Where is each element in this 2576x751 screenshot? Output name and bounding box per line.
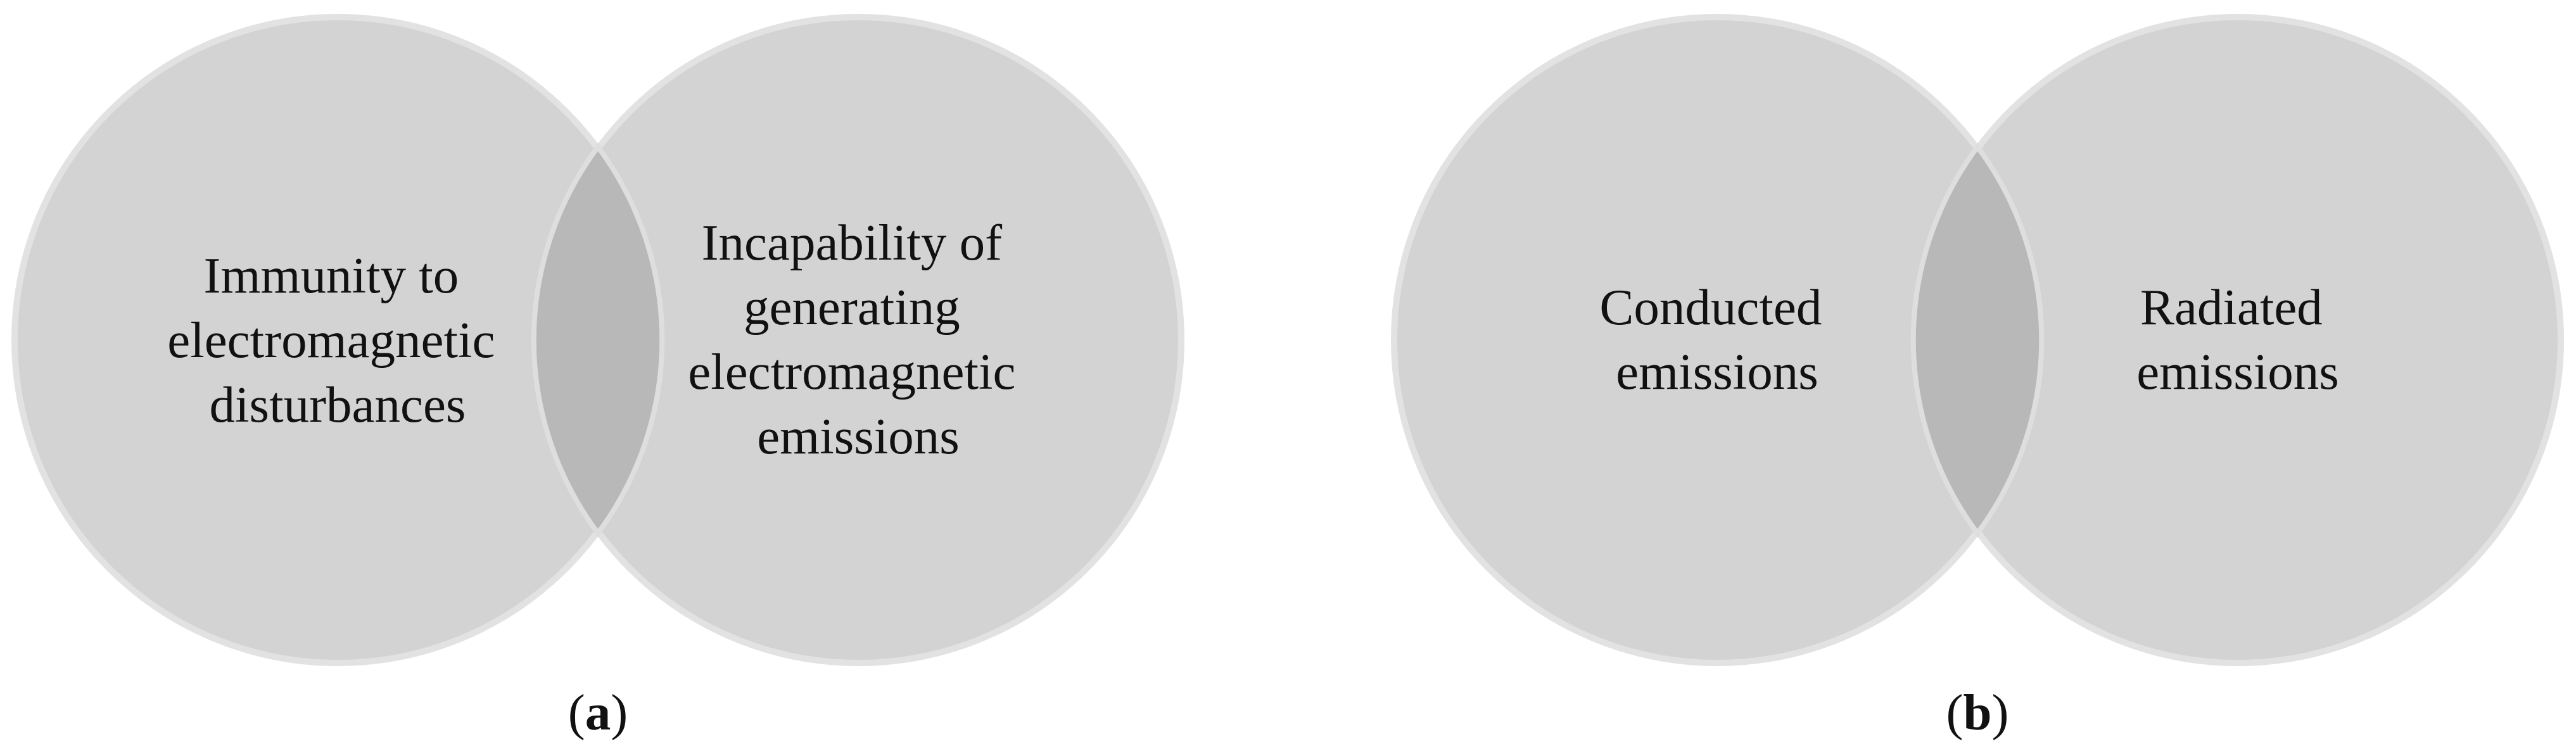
panel-caption-b: (b) (1946, 684, 2008, 741)
caption-letter: a (585, 684, 611, 741)
caption-close-paren: ) (611, 684, 628, 741)
panel-caption-a: (a) (568, 684, 628, 741)
label-line: emissions (2136, 343, 2339, 400)
label-line: Radiated (2140, 279, 2323, 336)
venn-panel-a: Immunity to electromagnetic disturbances… (11, 14, 1184, 741)
caption-letter: b (1963, 684, 1991, 741)
circle-incapability-label: Incapability of generating electromagnet… (688, 214, 1028, 465)
label-line: Immunity to (204, 247, 459, 304)
label-line: electromagnetic (688, 343, 1015, 400)
overlap-region-b (1910, 142, 2045, 538)
label-line: disturbances (210, 376, 466, 433)
label-line: emissions (1616, 343, 1818, 400)
caption-open-paren: ( (1946, 684, 1963, 741)
circle-radiated-label: Radiated emissions (2136, 279, 2339, 400)
caption-close-paren: ) (1992, 684, 2009, 741)
label-line: Incapability of (702, 214, 1003, 271)
overlap-region-a (531, 142, 665, 538)
caption-open-paren: ( (568, 684, 585, 741)
circle-conducted-label: Conducted emissions (1599, 279, 1834, 400)
label-line: electromagnetic (167, 312, 495, 369)
venn-panel-b: Conducted emissions Radiated emissions (… (1391, 14, 2564, 741)
label-line: emissions (757, 408, 960, 465)
label-line: Conducted (1599, 279, 1822, 336)
label-line: generating (744, 279, 960, 336)
circle-immunity-label: Immunity to electromagnetic disturbances (167, 247, 507, 433)
